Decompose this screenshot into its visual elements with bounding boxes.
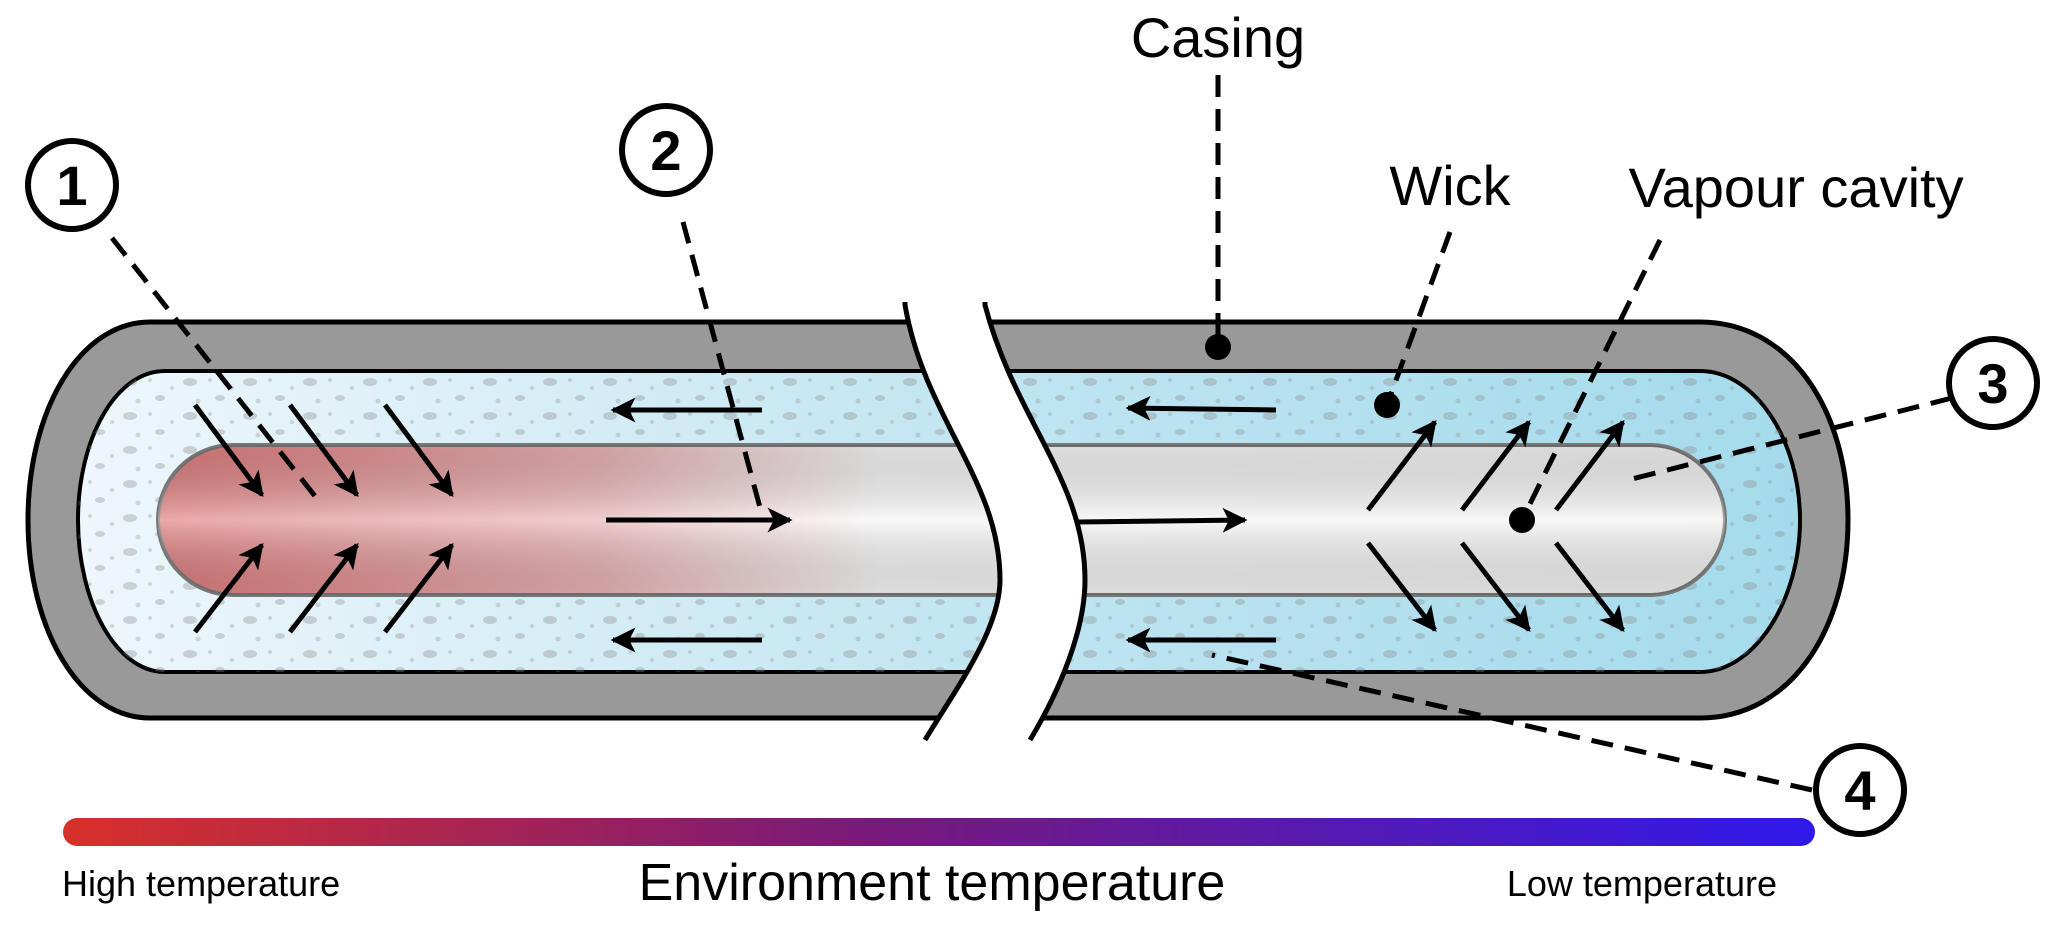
- svg-text:1: 1: [56, 154, 87, 217]
- heat-pipe: [25, 319, 1851, 721]
- callout-4: 4: [1813, 743, 1907, 837]
- break-line-left: [902, 302, 1003, 742]
- arrow-liquid-top-right: [1125, 395, 1277, 421]
- arrow-vapour-right: [1077, 507, 1248, 533]
- leader-3: [1627, 395, 1953, 483]
- arrow-evap-top-3: [382, 403, 455, 498]
- callout-2: 2: [619, 103, 713, 197]
- arrow-evap-bot-3: [383, 543, 454, 634]
- leader-2: [680, 221, 765, 516]
- leader-4: [1211, 652, 1813, 793]
- arrow-evap-top-2: [287, 403, 360, 498]
- legend-title: Environment temperature: [639, 854, 1226, 912]
- break-line-right: [982, 302, 1088, 742]
- svg-text:2: 2: [650, 119, 681, 182]
- arrow-cond-bot-1: [1366, 541, 1437, 632]
- arrow-evap-bot-2: [288, 543, 359, 634]
- svg-text:3: 3: [1977, 352, 2008, 415]
- label-vapour-cavity: Vapour cavity: [1628, 156, 1963, 219]
- arrow-cond-top-3: [1554, 420, 1625, 512]
- arrow-cond-bot-3: [1554, 541, 1625, 632]
- arrow-cond-top-2: [1460, 420, 1531, 512]
- svg-text:4: 4: [1844, 759, 1875, 822]
- arrow-cond-bot-2: [1460, 541, 1531, 632]
- leader-wick: [1384, 231, 1453, 406]
- callout-1: 1: [25, 138, 119, 232]
- legend-low-temperature: Low temperature: [1507, 863, 1777, 904]
- leader-1: [110, 236, 324, 507]
- label-wick: Wick: [1389, 154, 1511, 217]
- callout-3: 3: [1946, 336, 2040, 430]
- arrow-evap-bot-1: [193, 543, 264, 634]
- casing-dot: [1205, 334, 1231, 360]
- arrow-evap-top-1: [192, 403, 265, 498]
- wick-dot: [1374, 392, 1400, 418]
- leader-vapour: [1519, 238, 1663, 522]
- legend-high-temperature: High temperature: [62, 863, 340, 904]
- label-casing: Casing: [1131, 6, 1305, 69]
- arrow-cond-top-1: [1366, 420, 1437, 512]
- temperature-gradient-bar: [63, 818, 1815, 846]
- flow-arrows: [192, 395, 1625, 653]
- vapour-dot: [1509, 507, 1535, 533]
- leader-lines: [110, 75, 1953, 793]
